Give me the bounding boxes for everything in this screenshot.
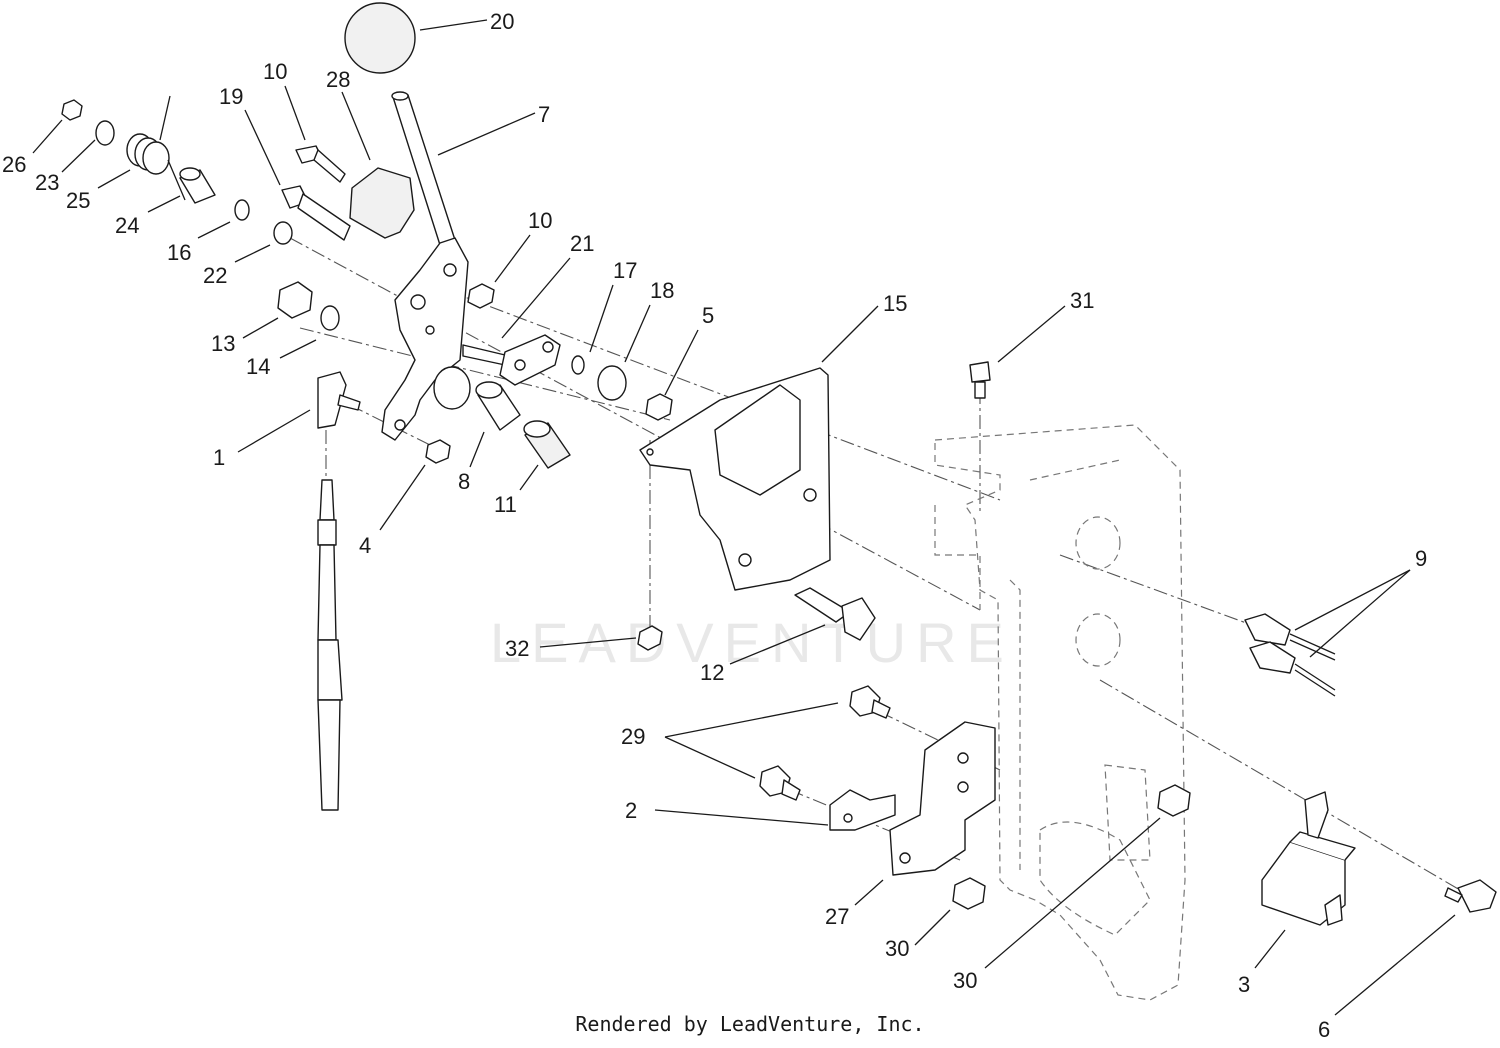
relay-3 — [1261, 791, 1356, 926]
callout-21: 21 — [570, 231, 594, 256]
callout-25: 25 — [66, 188, 90, 213]
relay-bracket-27 — [889, 721, 996, 876]
callout-15: 15 — [883, 291, 907, 316]
spacer-24 — [179, 167, 216, 204]
callout-7: 7 — [538, 102, 550, 127]
bolt-29-lower — [759, 765, 801, 801]
clamp-2 — [829, 789, 896, 831]
callout-29: 29 — [621, 724, 645, 749]
callout-18: 18 — [650, 278, 674, 303]
knob — [344, 2, 416, 74]
callout-32: 32 — [505, 636, 529, 661]
callout-31: 31 — [1070, 288, 1094, 313]
nut-10-lower — [467, 283, 495, 309]
bolt-31 — [969, 361, 991, 399]
callout-27: 27 — [825, 904, 849, 929]
leader-lines — [32, 19, 1456, 1016]
screw-6 — [1444, 879, 1497, 913]
ball-joint-cable — [317, 371, 361, 811]
callout-22: 22 — [203, 263, 227, 288]
watermark: LEADVENTURE — [490, 611, 1014, 674]
nut-26 — [61, 99, 83, 121]
callout-17: 17 — [613, 258, 637, 283]
callout-9: 9 — [1415, 546, 1427, 571]
callout-23: 23 — [35, 170, 59, 195]
callout-14: 14 — [246, 354, 270, 379]
callout-24: 24 — [115, 213, 139, 238]
washer-16 — [234, 199, 250, 221]
bolt-29-upper — [849, 685, 891, 719]
bearing-8 — [475, 381, 521, 431]
washer-14 — [320, 305, 340, 331]
callout-11: 11 — [494, 492, 517, 517]
mounting-bracket-15 — [639, 367, 831, 591]
assembly-axes — [289, 237, 1461, 891]
callout-16: 16 — [167, 240, 191, 265]
callout-26: 26 — [2, 152, 26, 177]
washer-18 — [597, 365, 627, 401]
bushing-22 — [273, 221, 293, 245]
callout-2: 2 — [625, 798, 637, 823]
nut-30-left — [952, 877, 986, 910]
callout-19: 19 — [219, 84, 243, 109]
shift-lever — [381, 91, 469, 441]
frame-bracket — [934, 424, 1186, 1001]
link-21 — [462, 334, 561, 386]
callout-labels: 20 10 28 7 19 26 23 25 24 16 22 10 21 17… — [2, 9, 1427, 1042]
callout-10-upper: 10 — [263, 59, 287, 84]
nut-32 — [637, 625, 663, 651]
callout-8: 8 — [458, 469, 470, 494]
callout-28: 28 — [326, 67, 350, 92]
bushing-lever — [433, 366, 471, 410]
switches-9 — [1244, 613, 1336, 697]
callout-13: 13 — [211, 331, 235, 356]
bolt-upper — [295, 145, 346, 183]
nut-13 — [277, 281, 313, 319]
callout-30-left: 30 — [885, 936, 909, 961]
washer-17 — [571, 355, 585, 375]
callout-12: 12 — [700, 660, 724, 685]
plate — [349, 167, 415, 239]
callout-20: 20 — [490, 9, 514, 34]
nut-30-right — [1157, 784, 1191, 817]
callout-6: 6 — [1318, 1017, 1330, 1042]
nut-5 — [645, 393, 673, 421]
spacer-11 — [523, 420, 571, 469]
bolt-12 — [794, 587, 876, 641]
callout-30-right: 30 — [953, 968, 977, 993]
callout-10-lower: 10 — [528, 208, 552, 233]
render-credit: Rendered by LeadVenture, Inc. — [575, 1012, 925, 1036]
nut-4 — [425, 439, 451, 464]
pivot-bolt — [281, 185, 351, 241]
torsion-spring — [126, 95, 186, 201]
callout-4: 4 — [359, 533, 371, 558]
callout-3: 3 — [1238, 972, 1250, 997]
callout-1: 1 — [213, 445, 225, 470]
callout-5: 5 — [702, 303, 714, 328]
washer-23 — [95, 120, 115, 146]
